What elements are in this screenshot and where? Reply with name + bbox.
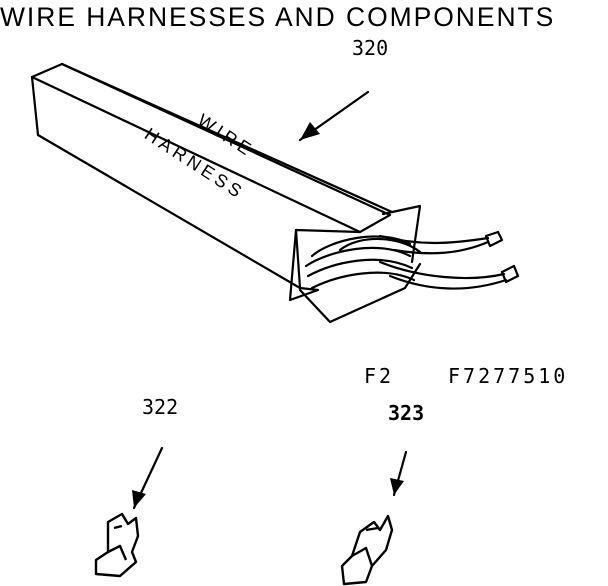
box-top-face [30,62,392,234]
code-f2: F2 [364,364,395,388]
terminal-323-icon [340,514,394,586]
terminal-322-icon [94,512,140,578]
wire-terminal-2 [500,264,520,284]
page-title: WIRE HARNESSES AND COMPONENTS [0,2,556,32]
wire-terminal-1 [484,230,504,248]
wire-2 [378,260,506,280]
box-front-face [30,75,362,290]
box-end-flap [381,204,422,264]
part-label-320: 320 [352,36,389,60]
code-part-number: F7277510 [448,364,569,388]
box-flap [288,228,320,302]
part-label-323: 323 [388,401,425,425]
part-label-322: 322 [142,395,179,419]
wire-1 [378,234,490,245]
